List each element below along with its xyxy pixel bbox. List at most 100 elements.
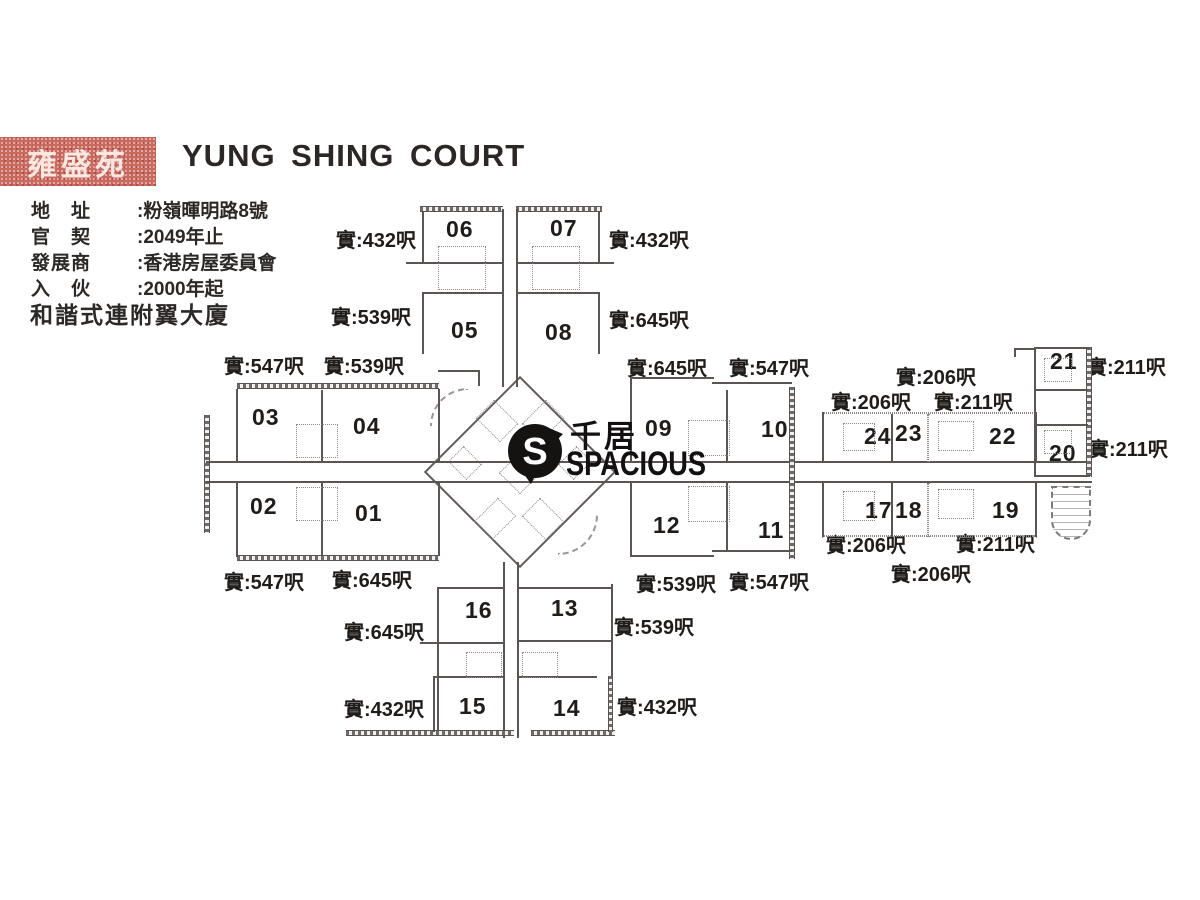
- info-value-occupancy: :2000年起: [137, 279, 224, 300]
- unit-size-label: 實:206呎: [891, 564, 972, 586]
- wall: [1034, 347, 1036, 477]
- hatched-wall: [516, 206, 602, 212]
- spacious-logo-chinese: 千居: [570, 419, 638, 454]
- spacious-logo-wordmark: SPACIOUS: [566, 445, 707, 483]
- wall: [598, 212, 600, 264]
- info-label-occupancy: 入 伙: [31, 279, 92, 300]
- wall: [438, 370, 480, 372]
- wall: [517, 587, 612, 589]
- unit-number: 09: [645, 415, 673, 441]
- wall: [630, 377, 632, 463]
- hatched-wall: [789, 387, 795, 559]
- fixture-outline: [438, 246, 486, 290]
- wall: [516, 209, 518, 387]
- unit-number: 03: [252, 404, 280, 430]
- fixture-outline: [688, 486, 730, 522]
- wall: [422, 212, 424, 264]
- unit-number: 10: [761, 416, 789, 442]
- hatched-wall: [237, 555, 439, 561]
- unit-size-label: 實:432呎: [609, 230, 690, 252]
- unit-size-label: 實:206呎: [896, 367, 977, 389]
- unit-number: 13: [551, 595, 579, 621]
- fixture-outline: [522, 652, 558, 678]
- spacious-logo-icon: S: [505, 422, 565, 489]
- fixture-outline: [1044, 430, 1072, 454]
- wall: [1014, 348, 1016, 357]
- wall: [321, 482, 323, 556]
- stairwell: [1051, 486, 1091, 540]
- hatched-wall: [237, 383, 439, 389]
- unit-number: 01: [355, 500, 383, 526]
- wall: [502, 209, 504, 387]
- wall: [422, 292, 424, 354]
- wall: [891, 414, 893, 462]
- hatched-wall: [204, 415, 210, 533]
- wall: [433, 676, 435, 732]
- wall: [236, 389, 238, 463]
- wall: [1034, 475, 1090, 477]
- unit-size-label: 實:645呎: [332, 570, 413, 592]
- wall: [517, 562, 519, 738]
- wall: [1034, 347, 1090, 349]
- unit-number: 12: [653, 512, 681, 538]
- fixture-outline: [1044, 358, 1072, 382]
- fixture-outline: [822, 535, 1037, 537]
- unit-size-label: 實:539呎: [636, 574, 717, 596]
- balcony-arc: [430, 388, 468, 426]
- fixture-outline: [927, 483, 929, 537]
- unit-size-label: 實:547呎: [729, 358, 810, 380]
- wall: [437, 587, 439, 733]
- wall: [630, 481, 632, 557]
- unit-number: 17: [865, 497, 893, 523]
- hatched-wall: [420, 206, 503, 212]
- unit-number: 15: [459, 693, 487, 719]
- unit-size-label: 實:432呎: [336, 230, 417, 252]
- wall: [630, 555, 714, 557]
- balcony-arc: [558, 515, 598, 555]
- unit-number: 04: [353, 413, 381, 439]
- unit-size-label: 實:206呎: [826, 535, 907, 557]
- wall: [420, 642, 504, 644]
- unit-number: 07: [550, 215, 578, 241]
- fixture-outline: [843, 491, 875, 521]
- wall: [726, 482, 728, 552]
- info-value-developer: :香港房屋委員會: [137, 253, 277, 274]
- unit-size-label: 實:539呎: [614, 617, 695, 639]
- wall: [1034, 389, 1088, 391]
- wall: [206, 461, 1092, 463]
- unit-size-label: 實:432呎: [344, 699, 425, 721]
- wall: [437, 587, 504, 589]
- wall: [1035, 412, 1037, 463]
- wall: [516, 262, 614, 264]
- wall: [503, 562, 505, 738]
- wall: [517, 292, 600, 294]
- wall: [712, 382, 792, 384]
- hatched-wall: [1086, 347, 1092, 477]
- unit-number: 18: [895, 497, 923, 523]
- info-label-address: 地 址: [31, 201, 92, 222]
- wall: [598, 292, 600, 354]
- fixture-outline: [532, 246, 580, 290]
- unit-size-label: 實:539呎: [331, 307, 412, 329]
- svg-text:S: S: [522, 431, 547, 473]
- unit-size-label: 實:547呎: [224, 572, 305, 594]
- wall: [1035, 483, 1037, 537]
- unit-size-label: 實:206呎: [831, 392, 912, 414]
- fixture-outline: [466, 652, 502, 678]
- hatched-wall: [531, 730, 615, 736]
- unit-size-label: 實:211呎: [1087, 357, 1166, 379]
- wall: [611, 584, 613, 734]
- wall: [438, 389, 440, 463]
- unit-number: 06: [446, 216, 474, 242]
- wall: [236, 481, 238, 557]
- unit-size-label: 實:211呎: [934, 392, 1013, 414]
- fixture-outline: [938, 489, 974, 519]
- fixture-outline: [822, 412, 1037, 414]
- wall: [822, 483, 824, 537]
- unit-size-label: 實:645呎: [609, 310, 690, 332]
- wall: [321, 390, 323, 462]
- building-type-text: 和諧式連附翼大廈: [30, 302, 230, 328]
- unit-number: 11: [758, 517, 785, 543]
- hatched-wall: [346, 730, 514, 736]
- fixture-outline: [927, 414, 929, 462]
